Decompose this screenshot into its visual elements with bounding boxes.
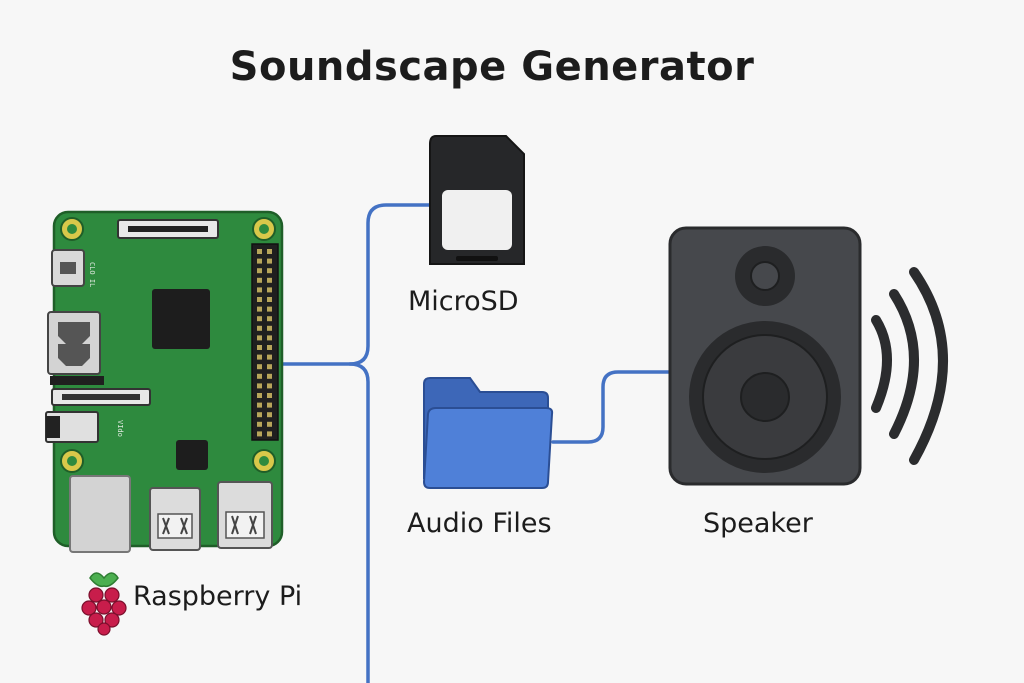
wires [281,203,674,683]
board-silkscreen-1: CLO IL [88,262,96,287]
usb-controller-chip [176,440,208,470]
audio-files-label: Audio Files [407,508,552,539]
microsd-card-icon [429,135,525,265]
diagram-title: Soundscape Generator [229,44,755,90]
gpio-pin [257,325,262,331]
gpio-pin [257,345,262,350]
gpio-pin [257,316,262,322]
gpio-pin [267,412,272,418]
raspberry-pi-label: Raspberry Pi [133,581,303,612]
gpio-pin [257,364,262,370]
gpio-pin [267,354,272,360]
gpio-pin [257,306,262,312]
raspberry-pi-board: CLO IL VIdo [45,210,284,553]
gpio-pin [267,325,272,331]
gpio-pin [267,345,272,350]
gpio-pin [257,431,262,437]
gpio-pin [257,373,262,379]
ethernet-port [69,475,131,553]
speaker-label: Speaker [703,508,813,539]
audio-files-folder-icon [422,377,554,489]
gpio-pin [267,373,272,379]
gpio-pin [257,297,262,302]
gpio-pin [257,249,262,254]
board-silkscreen-2: VIdo [116,420,124,437]
gpio-pin [267,402,272,408]
microsd-label: MicroSD [408,286,519,317]
gpio-pin [267,249,272,254]
gpio-pin [267,287,272,293]
speaker-icon [668,226,862,486]
wire-pi-to-microsd [281,203,434,366]
gpio-pin [257,393,262,398]
gpio-pin [267,431,272,437]
hdmi-port [47,311,101,375]
raspberry-logo-icon [81,572,127,636]
gpio-pin [257,258,262,264]
gpio-pin [267,316,272,322]
gpio-pin [267,306,272,312]
gpio-pin [257,287,262,293]
soc-chip [152,289,210,349]
wire-pi-trunk-down [348,362,370,683]
usb-port-2 [217,481,273,549]
gpio-header [251,243,279,441]
gpio-pin [267,268,272,274]
gpio-pin [257,412,262,418]
gpio-pin [257,268,262,274]
wire-files-to-speaker [551,370,674,444]
gpio-pin [257,277,262,283]
gpio-pin [257,354,262,360]
usb-port-1 [149,487,201,551]
gpio-pin [267,383,272,389]
gpio-pin [267,258,272,264]
gpio-pin [267,393,272,398]
gpio-pin [257,383,262,389]
gpio-pin [267,335,272,341]
gpio-pin [267,277,272,283]
sound-waves-icon [871,267,948,465]
gpio-pin [267,364,272,370]
gpio-pin [257,421,262,427]
gpio-pin [257,402,262,408]
gpio-pin [257,335,262,341]
gpio-pin [267,421,272,427]
gpio-pin [267,297,272,302]
display-connector [50,376,104,385]
